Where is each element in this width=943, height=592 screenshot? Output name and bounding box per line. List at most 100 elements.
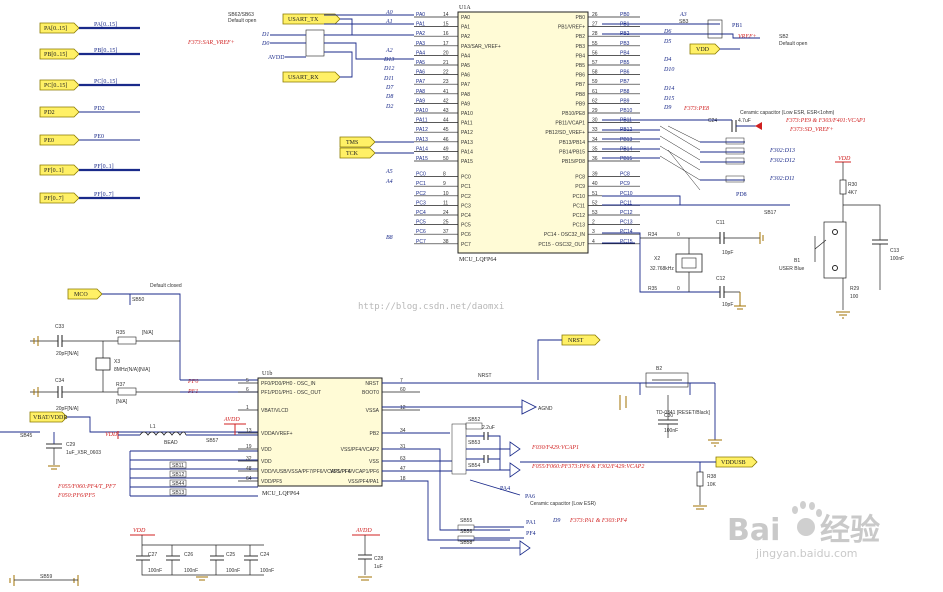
u1b-pin-name: VSS/PF4/PA1 [348, 479, 379, 485]
u1b-pin-name: VDD [261, 447, 272, 453]
sb54-label: SB54 [468, 463, 480, 469]
baidu-brand: Bai [727, 513, 780, 548]
u1a-pin-number: 24 [443, 210, 449, 216]
u1a-net-label: PC2 [416, 191, 426, 197]
u1b-pin-number: 18 [400, 476, 406, 482]
u1a-pin-number: 22 [443, 70, 449, 76]
u1a-pin-number: 9 [443, 181, 446, 187]
u1b-pin-name: VDD [261, 459, 272, 465]
u1a-net-label: PA11 [416, 118, 428, 124]
u1a-pin-number: 43 [443, 108, 449, 114]
u1a-pin-name: PA13 [461, 140, 473, 146]
u1a-net-label: PB11 [620, 118, 632, 124]
vdd-right: VDD [838, 156, 851, 162]
sd-vref-note: F373:SD_VREF+ [789, 127, 834, 133]
label-d1: D1 [261, 32, 269, 38]
u1a-pin-name: PB1/VREF+ [558, 25, 585, 31]
x2-ref: X2 [654, 256, 660, 262]
l1-ref: L1 [150, 424, 156, 430]
left-port-label: PD2 [44, 110, 55, 116]
u1b-pin-name: VSS/PF4/VCAP1/PF6 [330, 469, 379, 475]
u1a-net-label: PA4 [416, 50, 425, 56]
sb2-label: SB2 [779, 34, 789, 40]
r38-value: 10K [707, 482, 717, 488]
c34-value: 20pF[N/A] [56, 406, 79, 412]
avdd-bottom: AVDD [355, 528, 372, 534]
sb58-label: SB58 [460, 540, 472, 546]
u1b-pin-name: VSS/PF4/VCAP2 [341, 447, 380, 453]
vdd-label-osc: VDD [105, 432, 118, 438]
u1a-pin-number: 59 [592, 79, 598, 85]
x3-ref: X3 [114, 359, 120, 365]
u1a-pin-name: PB3 [576, 44, 586, 50]
label-d5: D5 [663, 39, 671, 45]
u1b-pin-number: 7 [400, 378, 403, 384]
pf0-label: PF0 [187, 379, 198, 385]
u1a-pin-number: 11 [443, 200, 448, 206]
c12-value: 10pF [722, 302, 733, 308]
u1a-pin-name: PC10 [572, 194, 585, 200]
u1a-pin-name: PB15/PD8 [562, 159, 586, 165]
u1a-pin-number: 30 [592, 118, 598, 124]
b2-ref: B2 [656, 366, 662, 372]
label-d0: D0 [261, 41, 269, 47]
r38-ref: R38 [707, 474, 716, 480]
u1a-pin-name: PA2 [461, 34, 470, 40]
u1a-net-label: PA15 [416, 156, 428, 162]
u1a-pin-name: PC13 [572, 223, 585, 229]
left-port-label: PC[0..15] [44, 83, 67, 89]
u1a-pin-name: PA10 [461, 111, 473, 117]
sb45-label: SB45 [20, 433, 32, 439]
u1a-pin-number: 55 [592, 41, 598, 47]
u1a-net-label: PC8 [620, 172, 630, 178]
mco-port [67, 288, 103, 300]
label-a3: A3 [679, 12, 687, 18]
u1a-pin-name: PC4 [461, 213, 471, 219]
u1a-net-label: PA13 [416, 137, 428, 143]
u1b-pin-number: 32 [246, 456, 252, 462]
left-port [39, 48, 80, 60]
tck-port [339, 147, 376, 159]
vdd-port-top [689, 43, 721, 55]
u1a-pin-number: 25 [443, 220, 449, 226]
sb62-note: SB62/SB63 [228, 12, 254, 18]
watermarks: http://blog.csdn.net/daomxi Bai 经验 jingy… [358, 302, 880, 560]
u1a-pin-name: PC3 [461, 203, 471, 209]
label-a4: A4 [385, 178, 393, 185]
pd8-label: PD8 [736, 192, 747, 198]
u1a-net-label: PC6 [416, 229, 426, 235]
r34-ref: R34 [648, 232, 657, 238]
c33-value: 20pF[N/A] [56, 351, 79, 357]
u1b-pin-number: 63 [400, 456, 406, 462]
left-port-label: PE0 [44, 138, 54, 144]
vcap-note-2: F055/F060:PF373:PF6 & F302/F429:VCAP2 [531, 463, 644, 470]
u1b-pin-name: PF1/PD1/PH1 - OSC_OUT [261, 390, 321, 396]
u1a-pin-name: PA15 [461, 159, 473, 165]
u1a-pin-number: 17 [443, 41, 449, 47]
u1b-pin-name: PF0/PD0/PH0 - OSC_IN [261, 381, 316, 387]
u1b-pin-number: 64 [246, 476, 252, 482]
left-port [39, 134, 80, 146]
vcap-note: F373:PE9 & F303/F401:VCAP1 [785, 117, 866, 124]
u1a-pin-number: 58 [592, 70, 598, 76]
u1a-net-label: PA3 [416, 41, 425, 47]
baidu-site: jingyan.baidu.com [755, 547, 858, 560]
c24-ref: C24 [708, 118, 717, 124]
u1a-pin-number: 20 [443, 50, 449, 56]
u1a-pin-name: PC11 [573, 203, 585, 209]
left-port-net: PF[0..7] [94, 192, 114, 198]
u1b-pin-name: BOOT0 [362, 390, 379, 396]
u1b-part: MCU_LQFP64 [262, 491, 299, 497]
u1a-net-label: PC10 [620, 191, 633, 197]
u1a-pin-number: 14 [443, 12, 449, 18]
u1a-net-label: PB0 [620, 12, 630, 18]
left-port-net: PA[0..15] [94, 22, 117, 28]
u1a-net-label: PC15 [620, 239, 633, 245]
u1a-net-label: PB13 [620, 137, 632, 143]
u1a-pin-number: 16 [443, 31, 449, 37]
u1a-net-label: PA5 [416, 60, 425, 66]
f302-d12: F302:D12 [769, 158, 795, 164]
left-port-label: PB[0..15] [44, 52, 67, 58]
left-port [39, 192, 80, 204]
